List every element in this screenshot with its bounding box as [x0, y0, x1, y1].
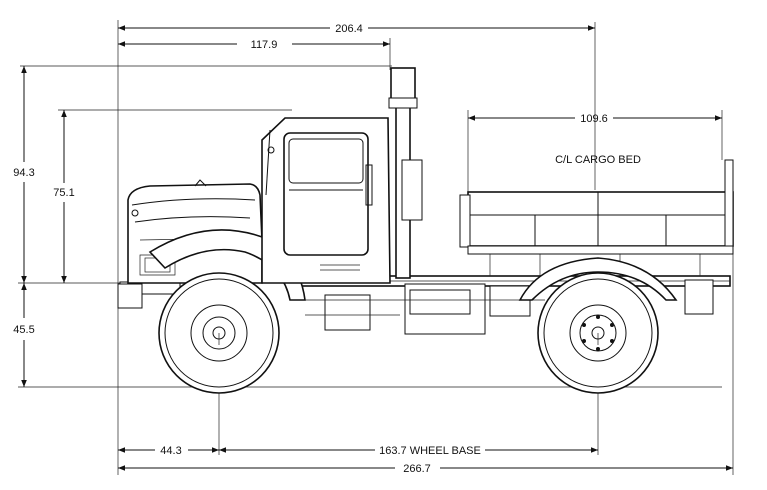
dim-overall-to-rear-bed: 206.4 — [335, 23, 363, 35]
dim-front-overhang: 44.3 — [160, 445, 181, 457]
dim-overall-height: 94.3 — [13, 167, 34, 179]
dim-front-to-stack: 117.9 — [251, 39, 278, 51]
rear-fender — [518, 257, 678, 301]
cargo-bed-label: C/L CARGO BED — [555, 154, 641, 166]
dim-cargo-bed-length: 109.6 — [580, 113, 608, 125]
dim-overall-length: 266.7 — [403, 463, 431, 475]
chassis-components — [117, 279, 714, 335]
dim-ground-clearance: 45.5 — [13, 324, 34, 336]
cargo-bed — [459, 159, 734, 276]
cab — [261, 117, 391, 284]
dim-cab-height: 75.1 — [53, 187, 74, 199]
dim-wheel-base: 163.7 WHEEL BASE — [379, 445, 481, 457]
exhaust-stack — [388, 67, 423, 279]
truck-drawing — [117, 67, 734, 394]
